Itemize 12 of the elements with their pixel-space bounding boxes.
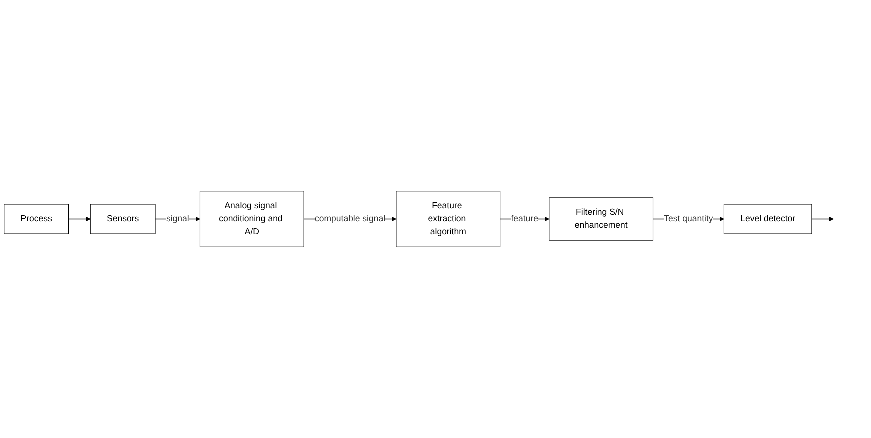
node-box: Filtering S/N enhancement — [549, 197, 654, 241]
arrow — [812, 216, 834, 222]
node-box: Analog signal conditioning and A/D — [200, 190, 304, 248]
edge-label: feature — [511, 214, 538, 224]
edge-label: signal — [166, 214, 190, 224]
arrow — [68, 216, 91, 222]
edge-label: computable signal — [315, 214, 386, 224]
node-box: Process — [4, 204, 70, 234]
node-box: Sensors — [90, 204, 156, 234]
node-box: Level detector — [724, 204, 812, 234]
node-box: Feature extraction algorithm — [396, 190, 501, 248]
edge-label: Test quantity — [664, 214, 714, 224]
